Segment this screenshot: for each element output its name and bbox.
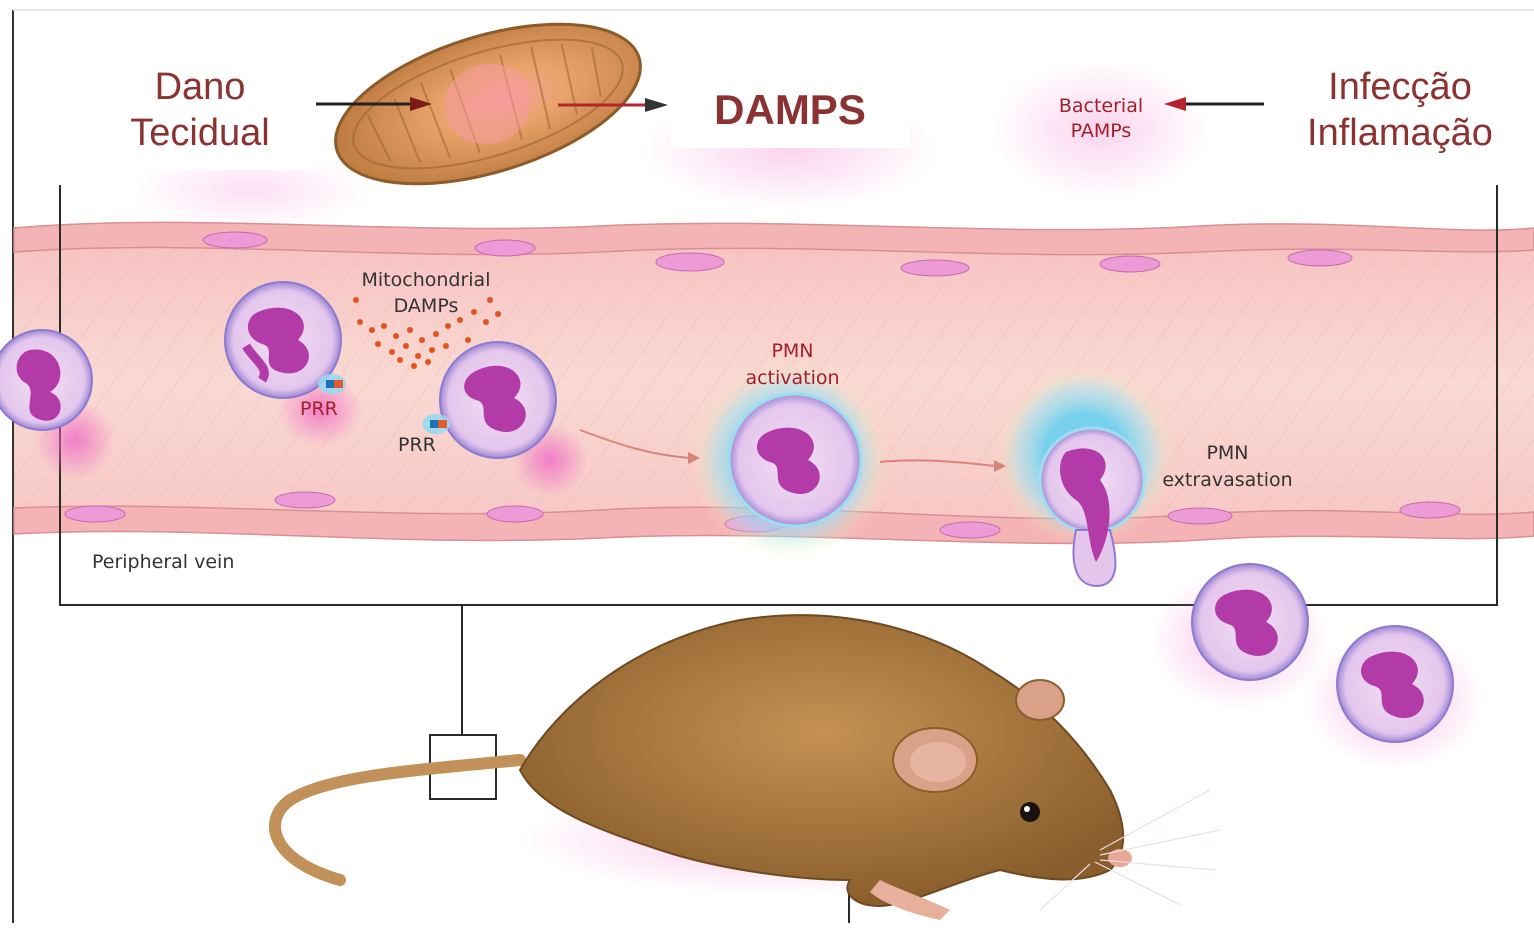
label-bacterial-pamps: Bacterial PAMPs: [1046, 94, 1156, 143]
label-infeccao-inflamacao: Infecção Inflamação: [1266, 52, 1534, 170]
neutrophil-outside-2: [1337, 626, 1453, 742]
infeccao-line-1: Infecção: [1266, 64, 1534, 110]
pmn-act-line-1: PMN: [725, 338, 860, 365]
neutrophil-left: [0, 330, 92, 430]
rat-eye-highlight: [1024, 806, 1030, 812]
neutrophil-activated: [729, 394, 861, 526]
dano-line-1: Dano: [84, 64, 316, 110]
neutrophil-2: [440, 342, 556, 458]
bacterial-line-2: PAMPs: [1046, 119, 1156, 144]
bacterial-line-1: Bacterial: [1046, 94, 1156, 119]
pmn-ext-line-1: PMN: [1150, 440, 1305, 467]
label-damps: DAMPS: [670, 70, 910, 148]
rat-nose: [1108, 849, 1132, 867]
rat-ear-inner: [910, 742, 966, 782]
label-pmn-activation: PMN activation: [725, 338, 860, 391]
label-pmn-extravasation: PMN extravasation: [1150, 440, 1305, 493]
label-prr-1: PRR: [300, 398, 338, 420]
prr-receptor-1: [318, 374, 346, 394]
mito-line-2: DAMPs: [336, 294, 516, 320]
label-dano-tecidual: Dano Tecidual: [84, 52, 316, 170]
prr-receptor-2: [422, 414, 450, 434]
rat-ear-far: [1016, 680, 1064, 720]
dano-line-2: Tecidual: [84, 110, 316, 156]
pmn-ext-line-2: extravasation: [1150, 467, 1305, 494]
neutrophil-outside-1: [1192, 564, 1308, 680]
infeccao-line-2: Inflamação: [1266, 110, 1534, 156]
damps-text: DAMPS: [670, 84, 910, 135]
label-mitochondrial-damps: Mitochondrial DAMPs: [336, 268, 516, 319]
label-peripheral-vein: Peripheral vein: [92, 551, 234, 573]
pmn-act-line-2: activation: [725, 365, 860, 392]
mito-line-1: Mitochondrial: [336, 268, 516, 294]
label-prr-2: PRR: [398, 434, 436, 456]
rat-eye: [1020, 802, 1040, 822]
